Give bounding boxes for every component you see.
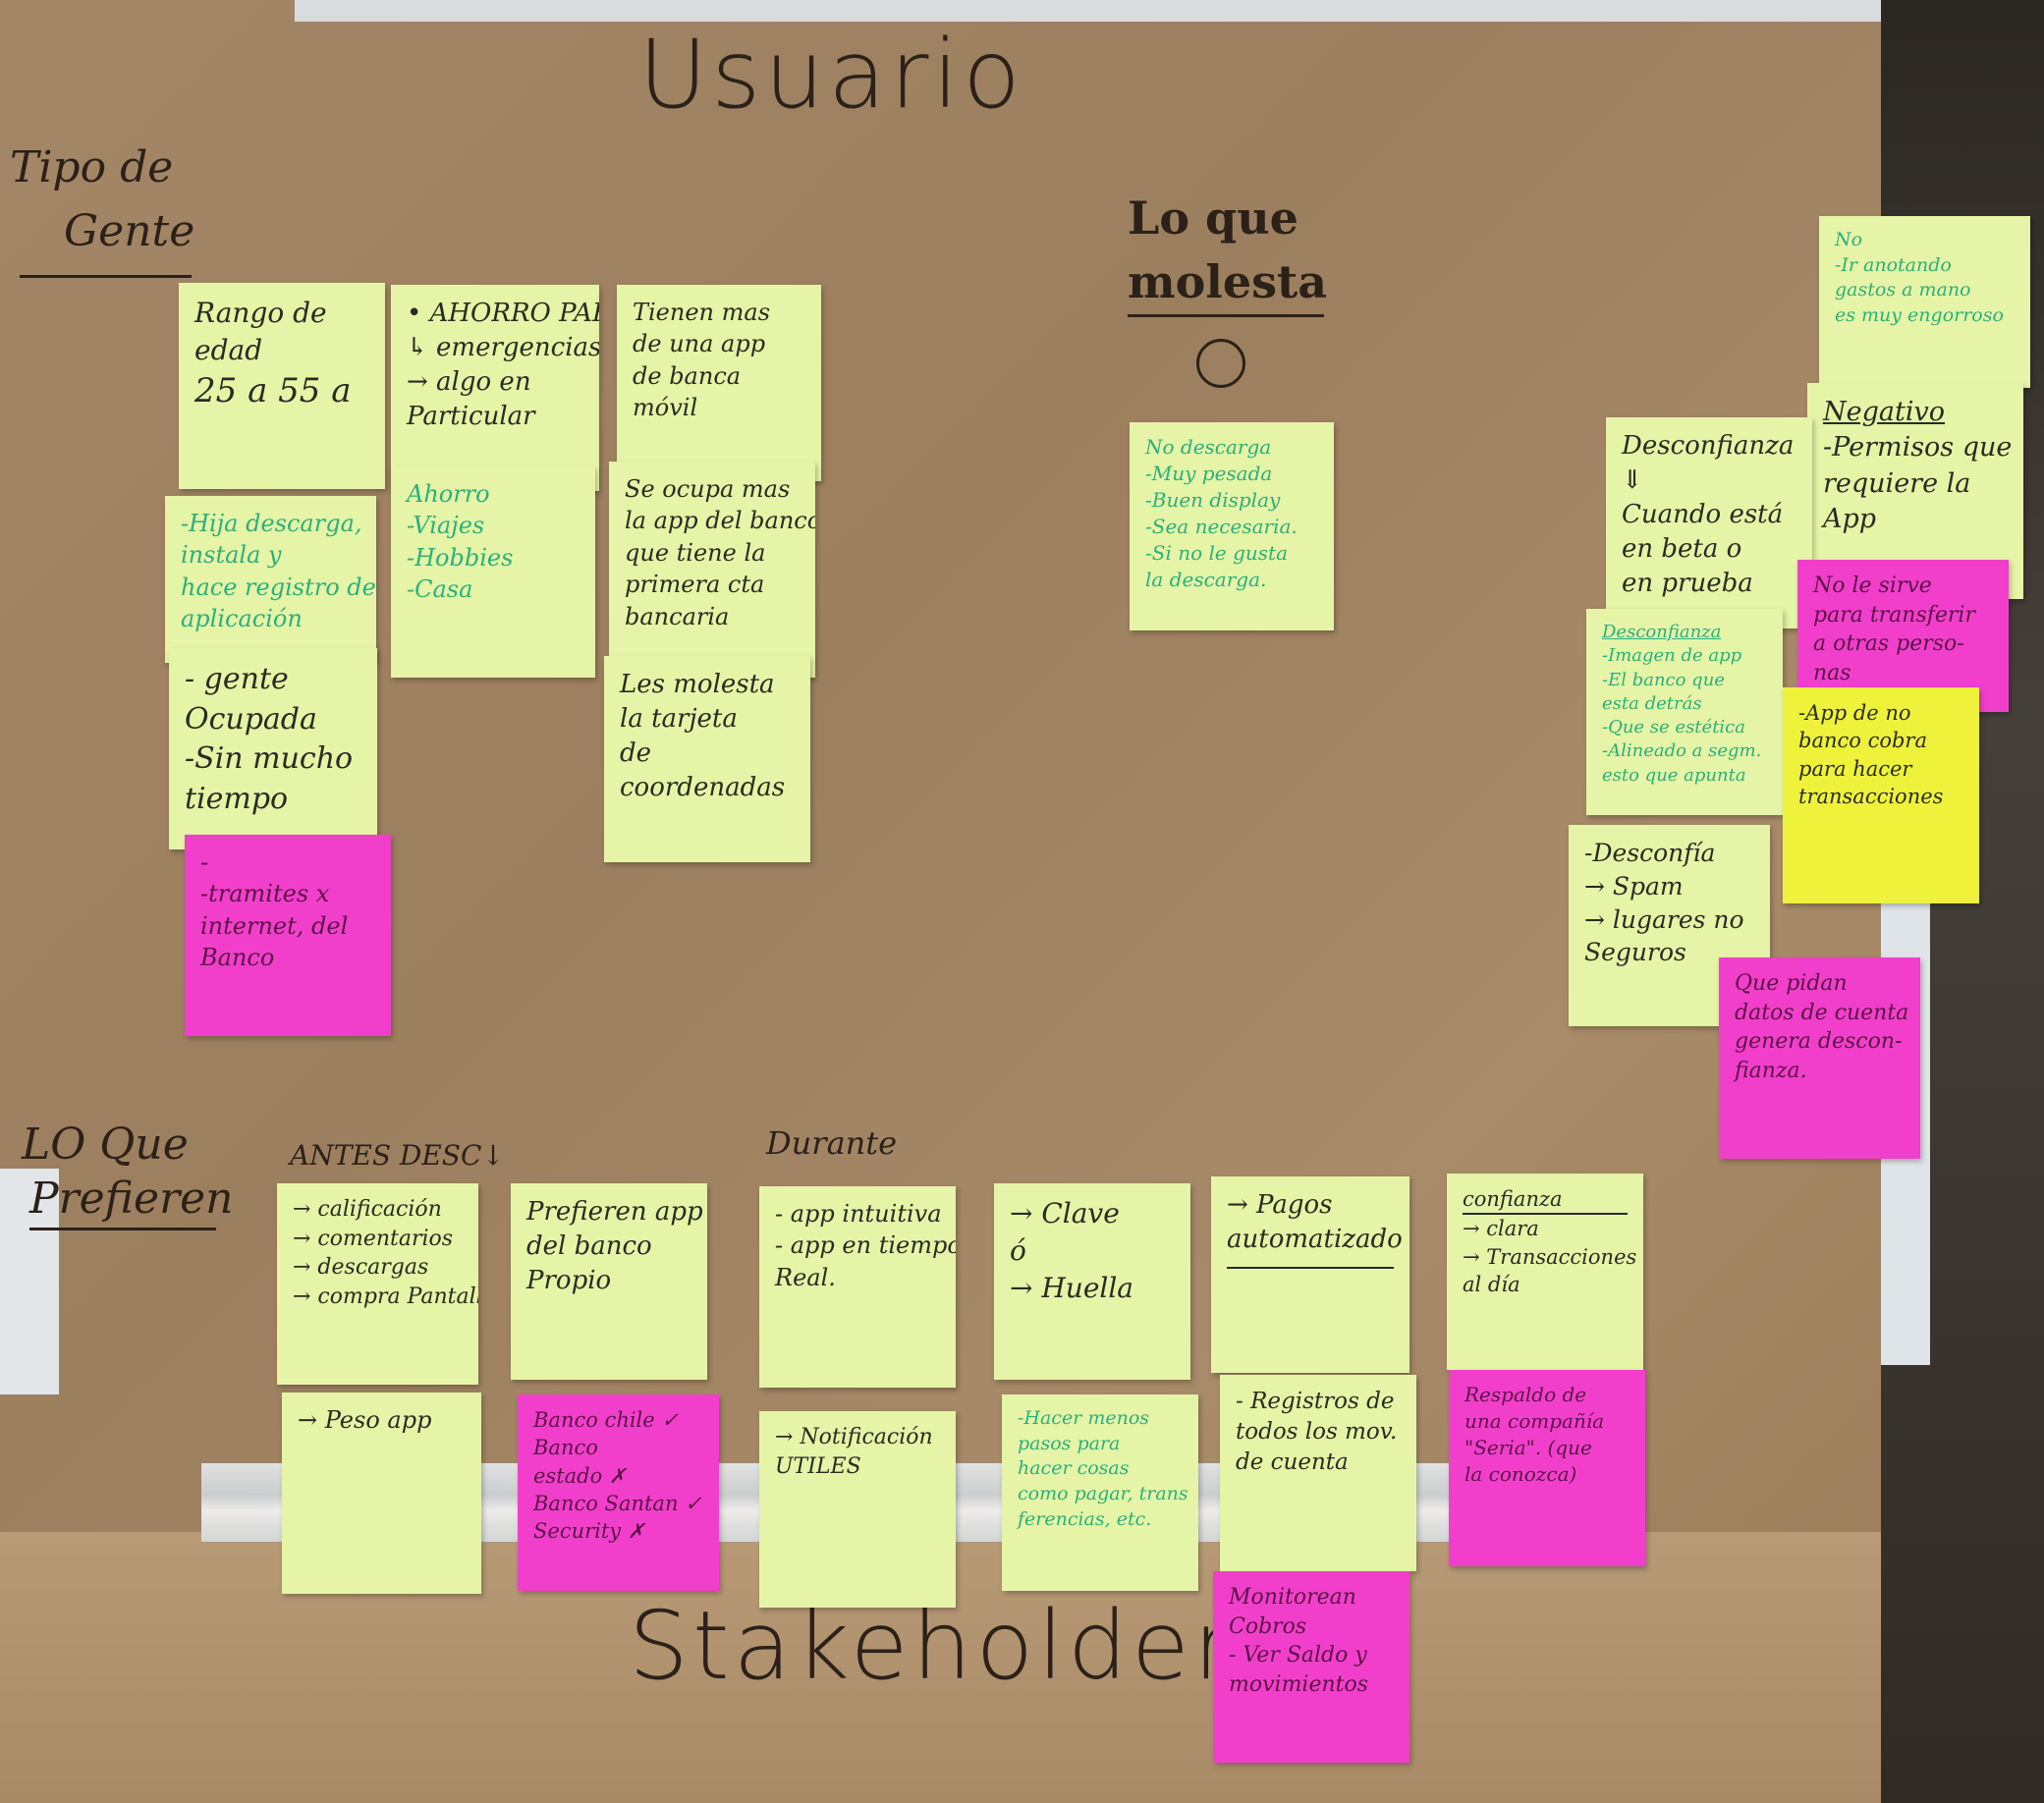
label-lo-que-prefieren-2: Prefieren xyxy=(29,1174,234,1224)
title-usuario: Usuario xyxy=(638,20,1024,130)
white-paper-left xyxy=(0,1169,59,1394)
label-molesta: molesta xyxy=(1128,255,1328,308)
label-tipo-de: Tipo de xyxy=(10,142,174,192)
note-ahorro: • AHORRO PARA↳ emergencias→ algo enParti… xyxy=(391,285,599,491)
note-ahorro-viajes: Ahorro-Viajes-Hobbies-Casa xyxy=(391,466,595,678)
label-gente: Gente xyxy=(64,206,195,256)
label-lo-que: Lo que xyxy=(1128,191,1298,245)
sad-face-icon xyxy=(1196,339,1245,388)
note-no-descarga: No descarga-Muy pesada-Buen display-Sea … xyxy=(1130,422,1334,630)
top-paper-strip xyxy=(295,0,1915,22)
label-antes: ANTES DESC↓ xyxy=(290,1139,505,1172)
label-lo-que-prefieren-1: LO Que xyxy=(22,1120,189,1170)
underline-tipo-gente xyxy=(20,275,192,278)
underline-molesta xyxy=(1128,314,1324,317)
label-durante: Durante xyxy=(766,1124,898,1162)
note-calificacion: → calificación→ comentarios→ descargas→ … xyxy=(277,1183,478,1385)
title-stakeholder: Stakeholder xyxy=(629,1591,1237,1701)
note-peso-app: → Peso app xyxy=(282,1393,481,1594)
underline-prefieren xyxy=(29,1228,216,1230)
